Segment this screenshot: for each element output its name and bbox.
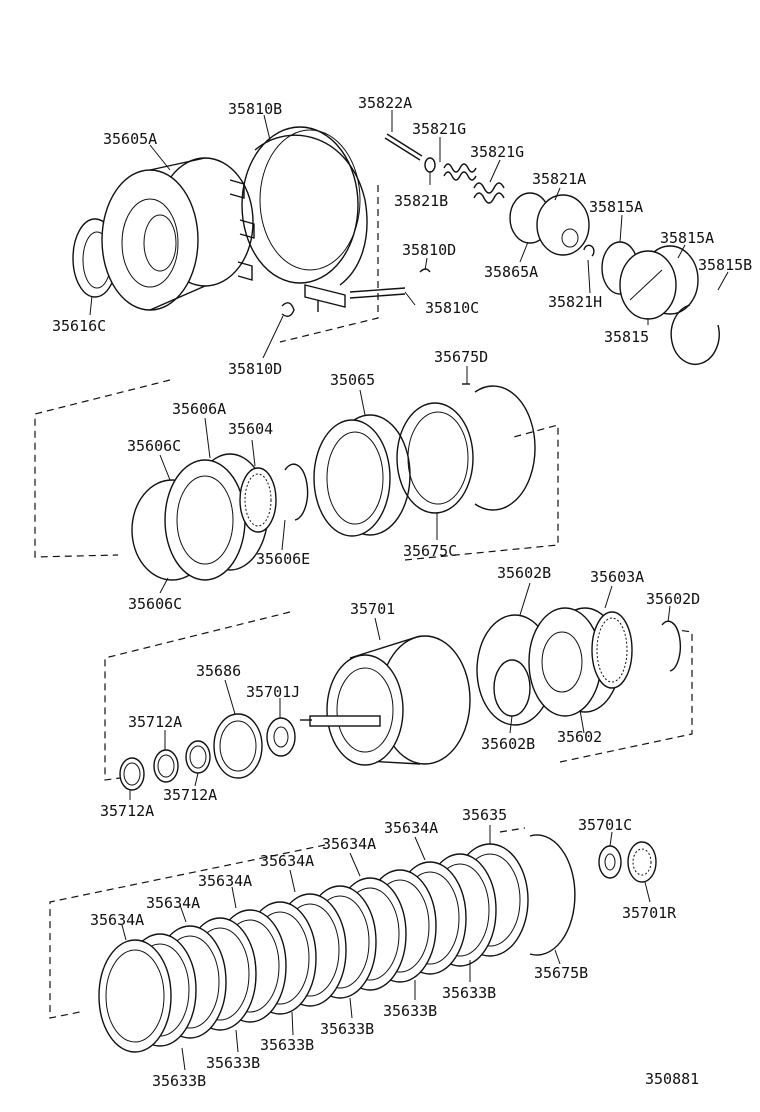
label-35602D: 35602D xyxy=(646,590,700,608)
boundary-third xyxy=(104,611,693,781)
part-35821A-drawing xyxy=(536,194,590,256)
part-35686-drawing xyxy=(213,713,263,779)
part-35605A-drawing xyxy=(101,157,255,311)
boundary-top xyxy=(279,185,379,343)
label-35810B: 35810B xyxy=(228,100,282,118)
label-35603A: 35603A xyxy=(590,568,644,586)
label-35634A-2: 35634A xyxy=(322,835,376,853)
label-35815: 35815 xyxy=(604,328,649,346)
label-35633B-6: 35633B xyxy=(152,1072,206,1090)
part-labels: 35605A 35810B 35822A 35821G 35821G 35821… xyxy=(52,94,752,1090)
label-35634A-5: 35634A xyxy=(146,894,200,912)
part-35675C-drawing xyxy=(396,402,474,514)
label-35633B-3: 35633B xyxy=(320,1020,374,1038)
label-35686: 35686 xyxy=(196,662,241,680)
boundary-bottom xyxy=(49,827,526,1019)
label-35821A: 35821A xyxy=(532,170,586,188)
part-35810D-clips xyxy=(281,268,431,317)
boundary-second xyxy=(34,379,559,561)
label-35604: 35604 xyxy=(228,420,273,438)
label-35633B-2: 35633B xyxy=(383,1002,437,1020)
label-35633B-5: 35633B xyxy=(206,1054,260,1072)
clutch-plate-stack xyxy=(98,843,529,1053)
label-35065: 35065 xyxy=(330,371,375,389)
label-35606A: 35606A xyxy=(172,400,226,418)
part-35701R-drawing xyxy=(627,841,657,883)
label-35675B: 35675B xyxy=(534,964,588,982)
part-35821H-drawing xyxy=(583,244,595,257)
label-35712A-2: 35712A xyxy=(163,786,217,804)
label-35815B: 35815B xyxy=(698,256,752,274)
part-35675B-drawing xyxy=(529,834,576,956)
label-35712A-1: 35712A xyxy=(128,713,182,731)
figure-number: 350881 xyxy=(645,1070,699,1088)
label-35810C: 35810C xyxy=(425,299,479,317)
part-35602-drawing xyxy=(528,607,633,717)
label-35635: 35635 xyxy=(462,806,507,824)
label-35701C: 35701C xyxy=(578,816,632,834)
part-35810B-drawing xyxy=(241,126,368,312)
part-35822A-drawing xyxy=(384,133,423,161)
label-35602: 35602 xyxy=(557,728,602,746)
label-35701J: 35701J xyxy=(246,683,300,701)
label-35701R: 35701R xyxy=(622,904,677,922)
label-35675D: 35675D xyxy=(434,348,488,366)
part-35821G-springs xyxy=(443,163,505,204)
label-35633B-4: 35633B xyxy=(260,1036,314,1054)
label-35602B-1: 35602B xyxy=(497,564,551,582)
label-35822A: 35822A xyxy=(358,94,412,112)
label-35810D-2: 35810D xyxy=(228,360,282,378)
label-35821B: 35821B xyxy=(394,192,448,210)
label-35712A-3: 35712A xyxy=(100,802,154,820)
label-35675C: 35675C xyxy=(403,542,457,560)
label-35815A-2: 35815A xyxy=(660,229,714,247)
part-35606-assembly-drawing xyxy=(131,453,309,581)
part-35701J-drawing xyxy=(266,717,296,757)
label-35602B-2: 35602B xyxy=(481,735,535,753)
label-35606C-2: 35606C xyxy=(128,595,182,613)
label-35616C: 35616C xyxy=(52,317,106,335)
label-35701: 35701 xyxy=(350,600,395,618)
label-35605A: 35605A xyxy=(103,130,157,148)
label-35821H: 35821H xyxy=(548,293,602,311)
label-35810D-1: 35810D xyxy=(402,241,456,259)
label-35815A-1: 35815A xyxy=(589,198,643,216)
label-35633B-1: 35633B xyxy=(442,984,496,1002)
part-35675D-drawing xyxy=(462,383,536,511)
label-35821G-1: 35821G xyxy=(412,120,466,138)
label-35606C-1: 35606C xyxy=(127,437,181,455)
label-35634A-4: 35634A xyxy=(198,872,252,890)
part-35701C-drawing xyxy=(598,845,622,879)
leader-lines xyxy=(89,110,729,1071)
part-35602D-drawing xyxy=(661,620,682,672)
label-35634A-6: 35634A xyxy=(90,911,144,929)
label-35606E: 35606E xyxy=(256,550,310,568)
label-35634A-3: 35634A xyxy=(260,852,314,870)
part-35701-drawing xyxy=(300,635,471,766)
label-35634A-1: 35634A xyxy=(384,819,438,837)
label-35865A: 35865A xyxy=(484,263,538,281)
label-35821G-2: 35821G xyxy=(470,143,524,161)
part-35065-drawing xyxy=(313,414,411,537)
part-35821B-drawing xyxy=(424,157,436,173)
